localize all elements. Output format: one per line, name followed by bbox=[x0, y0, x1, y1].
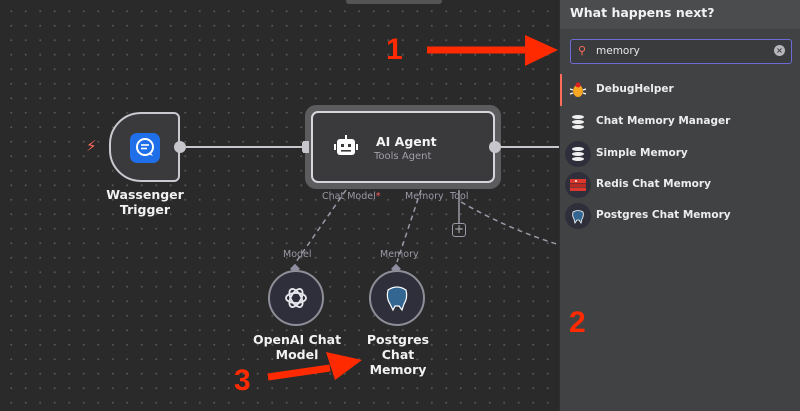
node-creator-panel: What happens next? ⚲ memory × DebugHelpe… bbox=[559, 0, 800, 411]
annotation-number-1: 1 bbox=[386, 33, 403, 66]
postgres-elephant-icon bbox=[386, 286, 408, 312]
search-icon: ⚲ bbox=[578, 44, 587, 57]
chat-model-port-label: Chat Model* bbox=[322, 191, 381, 202]
memory-port-label: Memory bbox=[405, 191, 444, 202]
agent-node-title: AI Agent bbox=[376, 134, 437, 149]
add-tool-button[interactable]: + bbox=[452, 222, 466, 237]
list-item-label: Simple Memory bbox=[596, 147, 688, 159]
postgres-chat-memory-node[interactable] bbox=[369, 270, 425, 326]
chat-bubble-icon bbox=[130, 133, 160, 163]
chat-model-connection bbox=[295, 189, 347, 263]
memory-connection bbox=[396, 189, 422, 263]
tool-pending-connection bbox=[460, 201, 561, 246]
annotation-number-3: 3 bbox=[234, 364, 251, 397]
workflow-canvas[interactable] bbox=[0, 0, 560, 411]
canvas-toolbar[interactable] bbox=[346, 0, 442, 4]
list-item-label: DebugHelper bbox=[596, 83, 674, 95]
agent-output-handle[interactable] bbox=[489, 141, 501, 153]
postgres-elephant-icon bbox=[565, 203, 591, 229]
list-item-label: Chat Memory Manager bbox=[596, 115, 731, 127]
database-icon bbox=[565, 109, 591, 135]
list-item-chat-memory-manager[interactable]: Chat Memory Manager bbox=[560, 107, 800, 137]
selected-indicator bbox=[560, 74, 562, 106]
bug-icon bbox=[565, 77, 591, 103]
trigger-node-label: Wassenger Trigger bbox=[106, 187, 184, 217]
panel-title: What happens next? bbox=[560, 0, 800, 29]
search-input[interactable]: ⚲ memory × bbox=[570, 39, 792, 64]
model-port-label: Model bbox=[283, 249, 312, 260]
openai-chat-model-node[interactable] bbox=[268, 270, 324, 326]
list-item-postgres-chat-memory[interactable]: Postgres Chat Memory bbox=[560, 201, 800, 231]
annotation-number-2: 2 bbox=[569, 306, 586, 339]
agent-input-handle[interactable] bbox=[303, 141, 309, 153]
trigger-output-handle[interactable] bbox=[174, 141, 186, 153]
tool-port-label: Tool bbox=[450, 191, 469, 202]
list-item-simple-memory[interactable]: Simple Memory bbox=[560, 139, 800, 169]
agent-node-subtitle: Tools Agent bbox=[374, 151, 432, 162]
openai-node-label: OpenAI Chat Model bbox=[252, 332, 342, 362]
openai-icon bbox=[285, 288, 307, 308]
search-value: memory bbox=[596, 45, 640, 57]
list-item-redis-chat-memory[interactable]: Redis Chat Memory bbox=[560, 170, 800, 200]
database-icon bbox=[565, 141, 591, 167]
redis-icon bbox=[565, 172, 591, 198]
list-item-label: Redis Chat Memory bbox=[596, 178, 711, 190]
annotation-arrow-3 bbox=[267, 364, 331, 381]
robot-icon bbox=[334, 135, 358, 161]
list-item-label: Postgres Chat Memory bbox=[596, 209, 731, 221]
list-item-debughelper[interactable]: DebugHelper bbox=[560, 75, 800, 105]
lightning-bolt-icon: ⚡ bbox=[86, 137, 97, 155]
memory-input-label: Memory bbox=[380, 249, 419, 260]
clear-icon[interactable]: × bbox=[774, 45, 785, 56]
wassenger-trigger-node[interactable] bbox=[109, 112, 180, 182]
